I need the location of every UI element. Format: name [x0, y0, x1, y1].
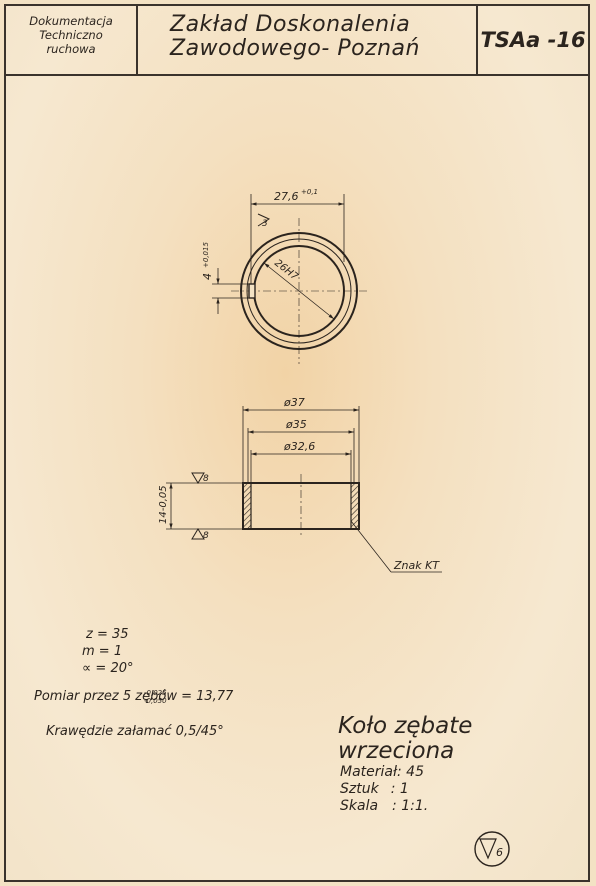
- dim-height: 14-0,05: [158, 485, 169, 524]
- param-z: z = 35: [86, 627, 129, 642]
- material-value: : 45: [397, 764, 424, 780]
- surface-mark-ring: [257, 213, 271, 227]
- surface-bottom-value: 8: [203, 531, 209, 541]
- technical-drawing: 27,6 +0,1 3 4 +0,015 26H7: [144, 188, 510, 867]
- finish-triangle-icon: [479, 838, 497, 860]
- title-block: Dokumentacja Techniczno ruchowa Zakład D…: [6, 6, 588, 76]
- surface-top-value: 8: [203, 474, 209, 484]
- dim-d35: ø35: [285, 418, 307, 431]
- institution-line1: Zakład Doskonalenia: [170, 12, 411, 37]
- dim-d37: ø37: [283, 396, 305, 409]
- dim-top-width: 27,6: [274, 190, 299, 203]
- leader-line: [350, 520, 392, 573]
- institution-line2: Zawodowego- Poznań: [170, 36, 420, 61]
- title-block-doc-type: Dokumentacja Techniczno ruchowa: [6, 6, 138, 74]
- param-measure: Pomiar przez 5 zębów = 13,77: [34, 689, 234, 704]
- dim-bore: 26H7: [272, 258, 300, 283]
- material-label: Materiał: [340, 764, 398, 780]
- surface-mark-top: [191, 472, 205, 484]
- finish-circle: [474, 831, 510, 867]
- hatch-left: [242, 482, 252, 530]
- title-block-institution: Zakład Doskonalenia Zawodowego- Poznań: [138, 6, 478, 74]
- finish-symbol: 6: [474, 831, 510, 867]
- leader-label: Znak KT: [393, 559, 440, 572]
- top-view: [212, 194, 367, 364]
- drawing-sheet: Dokumentacja Techniczno ruchowa Zakład D…: [4, 4, 590, 882]
- quantity-row: Sztuk : 1: [340, 781, 409, 797]
- param-edges: Krawędzie załamać 0,5/45°: [46, 724, 224, 739]
- dim-keyway: 4: [201, 273, 214, 280]
- surface-mark-bottom: [191, 528, 205, 540]
- keyway: [248, 283, 256, 299]
- part-name-line2: wrzeciona: [338, 738, 455, 764]
- quantity-value: : 1: [390, 781, 409, 797]
- doc-type-line1: Dokumentacja: [29, 14, 113, 28]
- dim-keyway-tol: +0,015: [202, 242, 210, 268]
- part-name-line1: Koło zębate: [338, 713, 473, 739]
- measure-tol-top: -0,025: [144, 689, 167, 697]
- surface-ring-value: 3: [262, 219, 268, 229]
- dim-bore-diag: [263, 262, 335, 320]
- part-name: Koło zębate wrzeciona: [338, 714, 472, 764]
- dim-d326: ø32,6: [283, 440, 315, 453]
- material-row: Materiał: 45: [340, 764, 424, 780]
- scale-row: Skala : 1:1.: [340, 798, 428, 814]
- quantity-label: Sztuk: [340, 781, 379, 797]
- param-alpha: ∝ = 20°: [82, 661, 134, 676]
- scale-label: Skala: [340, 798, 379, 814]
- scale-value: : 1:1.: [392, 798, 429, 814]
- param-m: m = 1: [82, 644, 123, 659]
- doc-type-line3: ruchowa: [46, 42, 96, 56]
- section-view: [166, 406, 442, 573]
- drawing-code: TSAa -16: [480, 28, 586, 52]
- measure-tol-bottom: -0,050: [144, 697, 167, 705]
- title-block-code: TSAa -16: [478, 6, 588, 74]
- dim-top-width-tol: +0,1: [301, 188, 318, 196]
- finish-value: 6: [496, 846, 503, 859]
- doc-type-line2: Techniczno: [39, 28, 103, 42]
